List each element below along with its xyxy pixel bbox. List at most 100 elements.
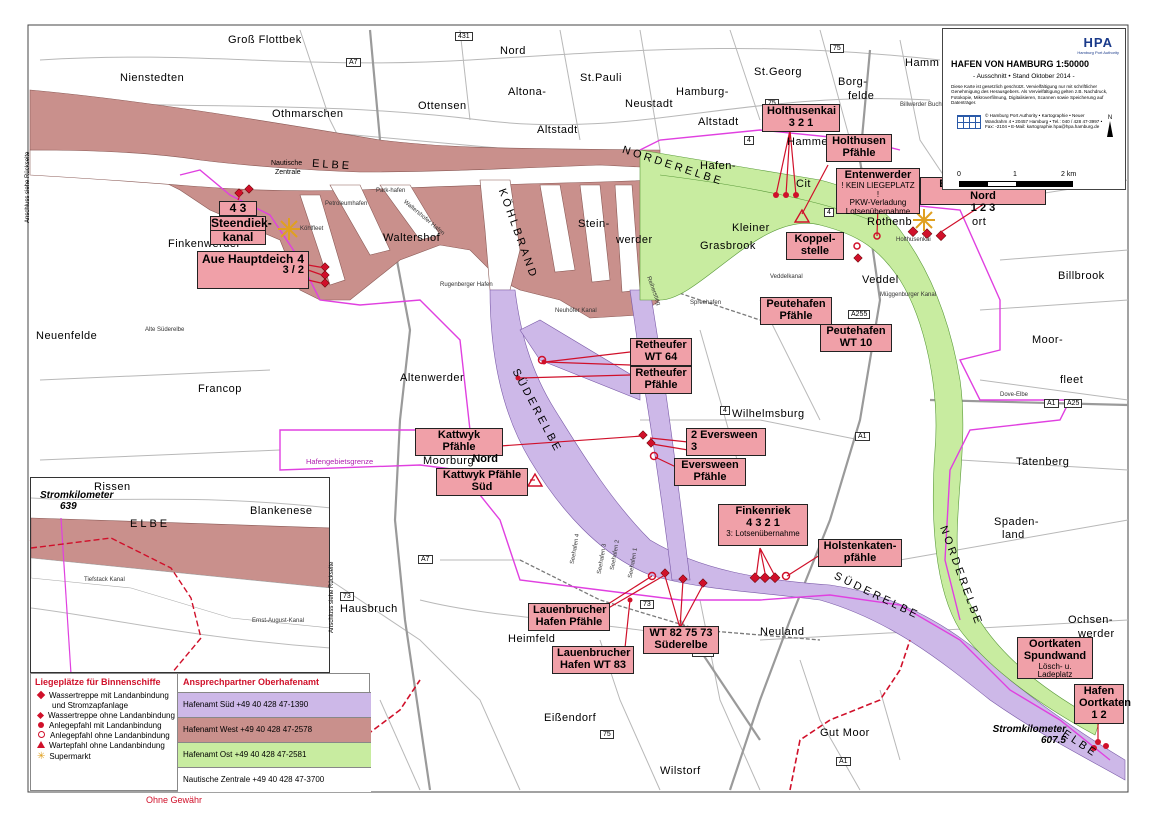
legend-item-label: Supermarkt [49,752,91,761]
district-label: Billbrook [1058,270,1105,282]
grid-icon [957,115,981,129]
station-box-retheufer-wt64: Retheufer WT 64 [630,338,692,366]
station-sub: Pfähle [693,470,727,483]
station-sub: Pfähle [842,146,876,159]
small-label: Nautische [271,160,303,167]
district-label: Altstadt [698,116,739,128]
logo-sub: Hamburg Port Authority [1077,50,1119,55]
district-label: ort [972,216,987,228]
diamond-filled-icon [36,690,46,700]
small-label: Holthusenkai [896,237,931,243]
district-label: Wilhelmsburg [732,408,805,420]
district-label: Blankenese [250,505,313,517]
small-label: Rugenberger Hafen [440,282,493,288]
district-label: Hafen- [700,160,737,172]
road-shield: 75 [600,730,614,739]
small-label: Zentrale [275,169,301,176]
station-box-hafen-oortkaten: Hafen Oortkaten 1 2 [1074,684,1131,724]
district-label: land [1002,529,1025,541]
small-label: Tiefstack Kanal [84,577,125,583]
legend-item: ✳Supermarkt [35,751,185,762]
road-shield: A1 [855,432,870,441]
station-box-holthusen-pfaehle: Holthusen Pfähle [826,134,892,162]
station-title: Hafen [1083,685,1115,697]
district-label: Waltershof [383,232,441,244]
station-title: Eversween [681,459,739,471]
small-label: Billwerder Bucht [900,102,944,108]
legend-left: Liegeplätze für Binnenschiffe Wassertrep… [35,677,185,762]
triangle-icon [37,741,45,748]
legend-item-label: Wassertreppe ohne Landanbindung [48,711,175,720]
station-box-oortkaten-spundwand: Oortkaten Spundwand Lösch- u. Ladeplatz [1017,637,1093,679]
station-sub: ! KEIN LIEGEPLATZ ! [841,180,915,199]
stromkilometer-value: 639 [60,501,77,512]
station-title: Oortkaten [1029,638,1081,650]
station-box-koppelstelle: Koppel- stelle [786,232,844,260]
station-title: Aue Hauptdeich [202,252,294,266]
small-label: Park-hafen [376,188,406,194]
district-label: Francop [198,383,242,395]
station-box-finkenriek: Finkenriek 4 3 2 1 3: Lotsenübernahme [718,504,808,546]
station-box-peutehafen-wt10: Peutehafen WT 10 [820,324,892,352]
district-label: Stein- [578,218,610,230]
district-label: Rissen [94,481,131,493]
north-label: N [1107,115,1113,121]
road-shield: A255 [848,310,871,319]
road-shield: 431 [455,32,473,41]
road-shield: 4 [720,406,730,415]
district-label: fleet [1060,374,1084,386]
district-label: Nienstedten [120,72,185,84]
station-box-eversween-pfaehle: Eversween Pfähle [674,458,746,486]
side-note-inset: Anschluss siehe Rückseite [329,561,335,633]
station-sub: Pfähle [779,309,813,322]
road-shield: A1 [1044,399,1059,408]
station-title: Peutehafen [766,298,826,310]
station-box-eversween: 2 Eversween 3 [686,428,766,456]
small-label: Köhlfleet [300,226,324,232]
star-icon: ✳ [37,751,46,762]
district-label: Othmarschen [272,108,344,120]
road-shield: 75 [830,44,844,53]
station-title: 2 Eversween [691,429,758,441]
station-box-wt-suederelbe: WT 82 75 73 Süderelbe [643,626,719,654]
logo-text: HPA [1083,35,1113,50]
district-label: Hausbruch [340,603,398,615]
station-sub: 4 3 2 1 [746,516,780,529]
station-sub: 4 [297,252,304,266]
station-box-entenwerder: Entenwerder ! KEIN LIEGEPLATZ ! PKW-Verl… [836,168,920,216]
station-sub: WT 64 [644,350,678,363]
station-sub: 3 2 1 [788,116,814,129]
map-title: HAFEN VON HAMBURG 1:50000 [951,59,1090,69]
district-label: Hamme [787,136,829,148]
small-label: Veddelkanal [770,274,803,280]
station-title: Holthusen [832,135,886,147]
station-title: Peutehafen [826,325,886,337]
legend-item: Anlegepfahl mit Landanbindung [35,721,185,731]
scale-bar [959,181,1073,187]
district-label: Neuland [760,626,805,638]
contact-row: Hafenamt West +49 40 428 47-2578 [178,717,371,742]
stromkilometer-east: Stromkilometer 607.5 [970,724,1066,746]
copyright-notice: Diese Karte ist gesetzlich geschützt. Ve… [951,84,1108,105]
legend-item: Wassertreppe mit Landanbindung [35,690,185,701]
small-label: Alte Süderelbe [145,327,185,333]
contact-row: Hafenamt Ost +49 40 428 47-2581 [178,742,371,767]
legend-item-label: Anlegepfahl mit Landanbindung [49,721,162,730]
station-box-steendiekkanal: 4 3 Steendiek- kanal [206,200,272,245]
legend-item-label: Wartepfahl ohne Landanbindung [49,741,165,750]
district-label: Groß Flottbek [228,34,302,46]
diamond-small-icon [36,711,45,720]
station-title: Kattwyk Pfähle [442,469,522,481]
station-title: Kattwyk Pfähle [437,429,481,453]
hpa-logo: HPA Hamburg Port Authority [1077,35,1119,55]
station-title: Lauenbrucher [533,604,607,616]
stromkilometer-label: Stromkilometer [992,724,1066,735]
station-note: 1 2 [1091,708,1107,721]
publisher-info: © Hamburg Port Authority • Kartographie … [985,113,1103,129]
station-title: Holstenkaten- [823,540,897,552]
legend-item: Anlegepfahl ohne Landanbindung [35,731,185,741]
inset-map [30,477,330,673]
road-shield: 4 [824,208,834,217]
station-title: Finkenriek [735,505,791,517]
map-subtitle: - Ausschnitt • Stand Oktober 2014 - [973,73,1075,80]
